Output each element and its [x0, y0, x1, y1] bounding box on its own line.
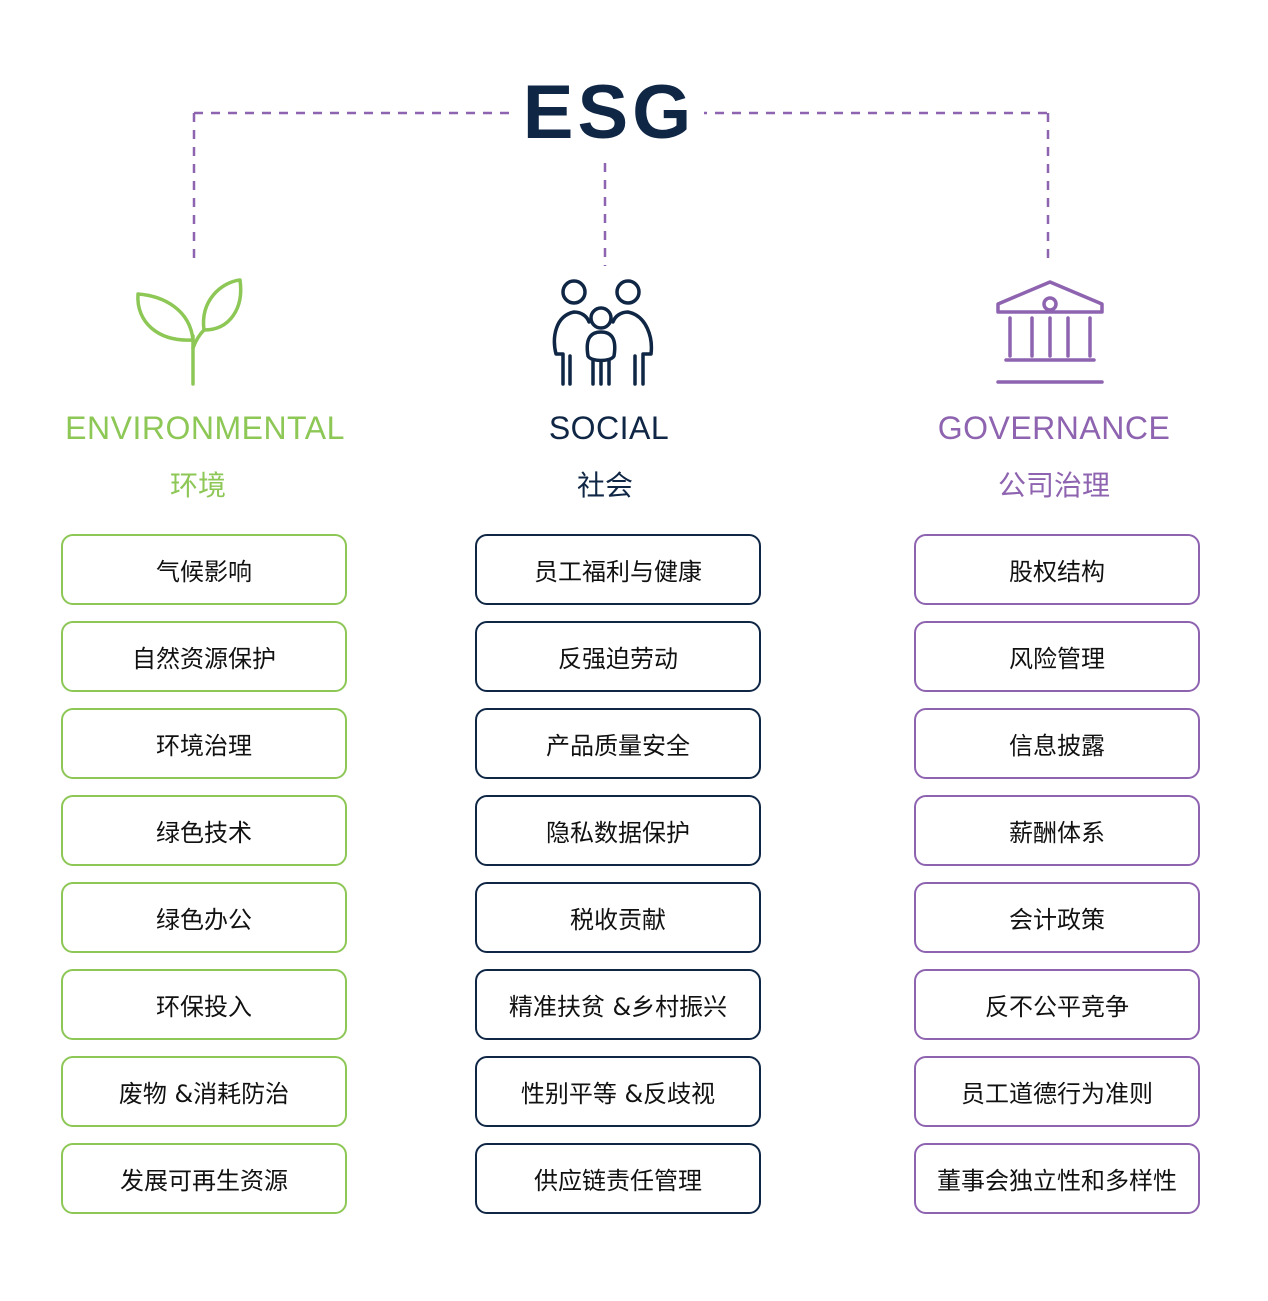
list-item: 精准扶贫 &乡村振兴: [475, 969, 761, 1040]
list-item: 产品质量安全: [475, 708, 761, 779]
institution-building-icon: [996, 280, 1104, 384]
list-item: 员工福利与健康: [475, 534, 761, 605]
list-item: 自然资源保护: [61, 621, 347, 692]
pillar-subtitle-social: 社会: [576, 469, 633, 502]
pillar-title-governance: GOVERNANCE: [937, 410, 1171, 446]
list-item: 隐私数据保护: [475, 795, 761, 866]
esg-connector-lines: [192, 111, 1050, 266]
list-item: 薪酬体系: [914, 795, 1200, 866]
pillar-title-social: SOCIAL: [548, 410, 670, 446]
list-item: 发展可再生资源: [61, 1143, 347, 1214]
list-item: 环保投入: [61, 969, 347, 1040]
pillar-title-environmental: ENVIRONMENTAL: [65, 410, 345, 446]
list-item: 风险管理: [914, 621, 1200, 692]
list-item: 会计政策: [914, 882, 1200, 953]
social-items: 员工福利与健康 反强迫劳动 产品质量安全 隐私数据保护 税收贡献 精准扶贫 &乡…: [475, 534, 761, 1214]
family-icon: [552, 279, 654, 386]
list-item: 气候影响: [61, 534, 347, 605]
list-item: 废物 &消耗防治: [61, 1056, 347, 1127]
list-item: 股权结构: [914, 534, 1200, 605]
list-item: 绿色技术: [61, 795, 347, 866]
list-item: 员工道德行为准则: [914, 1056, 1200, 1127]
list-item: 绿色办公: [61, 882, 347, 953]
pillar-subtitle-environmental: 环境: [169, 469, 226, 502]
list-item: 供应链责任管理: [475, 1143, 761, 1214]
list-item: 税收贡献: [475, 882, 761, 953]
governance-items: 股权结构 风险管理 信息披露 薪酬体系 会计政策 反不公平竞争 员工道德行为准则…: [914, 534, 1200, 1214]
environmental-items: 气候影响 自然资源保护 环境治理 绿色技术 绿色办公 环保投入 废物 &消耗防治…: [61, 534, 347, 1214]
list-item: 董事会独立性和多样性: [914, 1143, 1200, 1214]
list-item: 信息披露: [914, 708, 1200, 779]
list-item: 环境治理: [61, 708, 347, 779]
list-item: 性别平等 &反歧视: [475, 1056, 761, 1127]
pillar-subtitle-governance: 公司治理: [997, 469, 1110, 502]
list-item: 反强迫劳动: [475, 621, 761, 692]
esg-title: ESG: [514, 68, 704, 158]
sprout-icon: [136, 278, 243, 386]
list-item: 反不公平竞争: [914, 969, 1200, 1040]
